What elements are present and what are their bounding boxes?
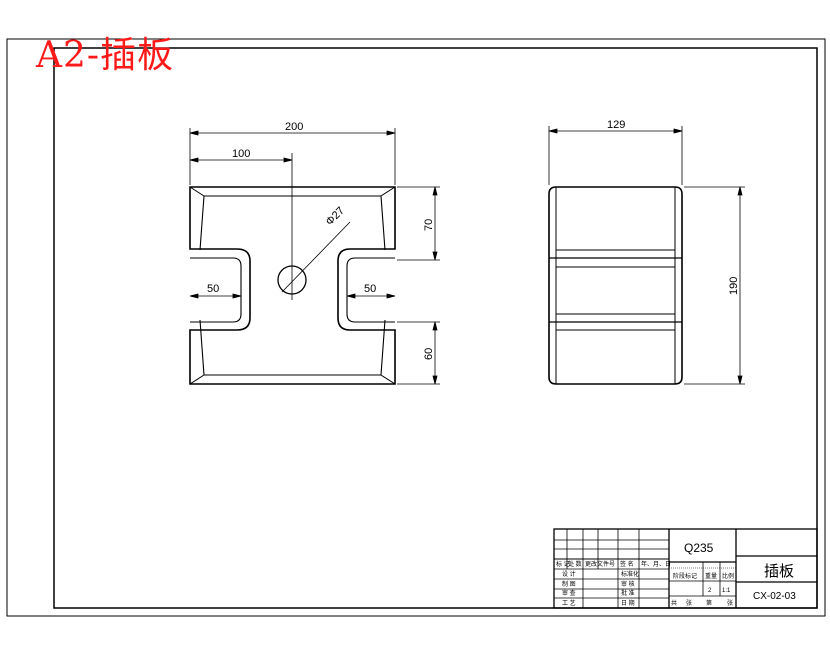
tb-sheet-page: 第 [706, 599, 712, 607]
tb-part-name: 插板 [764, 562, 794, 580]
tb-weight-label: 重量 [705, 572, 717, 580]
tb-process: 工 艺 [562, 599, 576, 607]
tb-standard: 标准化 [621, 570, 639, 578]
tb-sheet-unit1: 张 [686, 599, 692, 607]
tb-date: 年、月、日 [641, 560, 671, 568]
title-block [553, 528, 818, 609]
tb-drawing-no: CX-02-03 [753, 591, 796, 602]
dim-height-70: 70 [423, 219, 435, 231]
inner-border [53, 47, 818, 609]
tb-review: 审 查 [562, 589, 576, 597]
front-chamfer [199, 195, 386, 376]
dim-height-60: 60 [423, 348, 435, 360]
dim-side-width-129: 129 [607, 119, 625, 131]
dim-hole-diameter: Φ27 [324, 205, 347, 228]
tb-sign: 签 名 [620, 560, 634, 568]
tb-day: 日 期 [621, 599, 635, 607]
tb-scale-label: 比例 [722, 572, 734, 580]
tb-sheet-total: 共 [671, 599, 677, 607]
side-view [548, 186, 683, 385]
tb-approve: 批 准 [621, 589, 635, 597]
tb-scale-value: 1:1 [722, 588, 731, 594]
tb-design: 设 计 [562, 570, 576, 578]
tb-doc: 更改文件号 [585, 560, 615, 568]
tb-weight-value: 2 [708, 588, 712, 594]
dim-half-100: 100 [232, 148, 250, 160]
dim-side-height-190: 190 [728, 277, 740, 295]
dim-width-200: 200 [285, 121, 303, 133]
tb-check: 审 核 [621, 580, 635, 588]
tb-material: Q235 [684, 541, 714, 555]
dim-slot-right-50: 50 [364, 283, 376, 295]
tb-drawn: 制 图 [562, 580, 576, 588]
side-outline [548, 186, 683, 385]
dim-slot-left-50: 50 [207, 283, 219, 295]
tb-stage-label: 阶段标记 [673, 572, 697, 580]
sheet-stamp-label: A2-插板 [36, 35, 175, 76]
tb-count: 处 数 [568, 560, 582, 568]
tb-mark: 标 记 [556, 560, 570, 568]
tb-sheet-unit2: 张 [727, 599, 733, 607]
outer-border [6, 38, 826, 617]
